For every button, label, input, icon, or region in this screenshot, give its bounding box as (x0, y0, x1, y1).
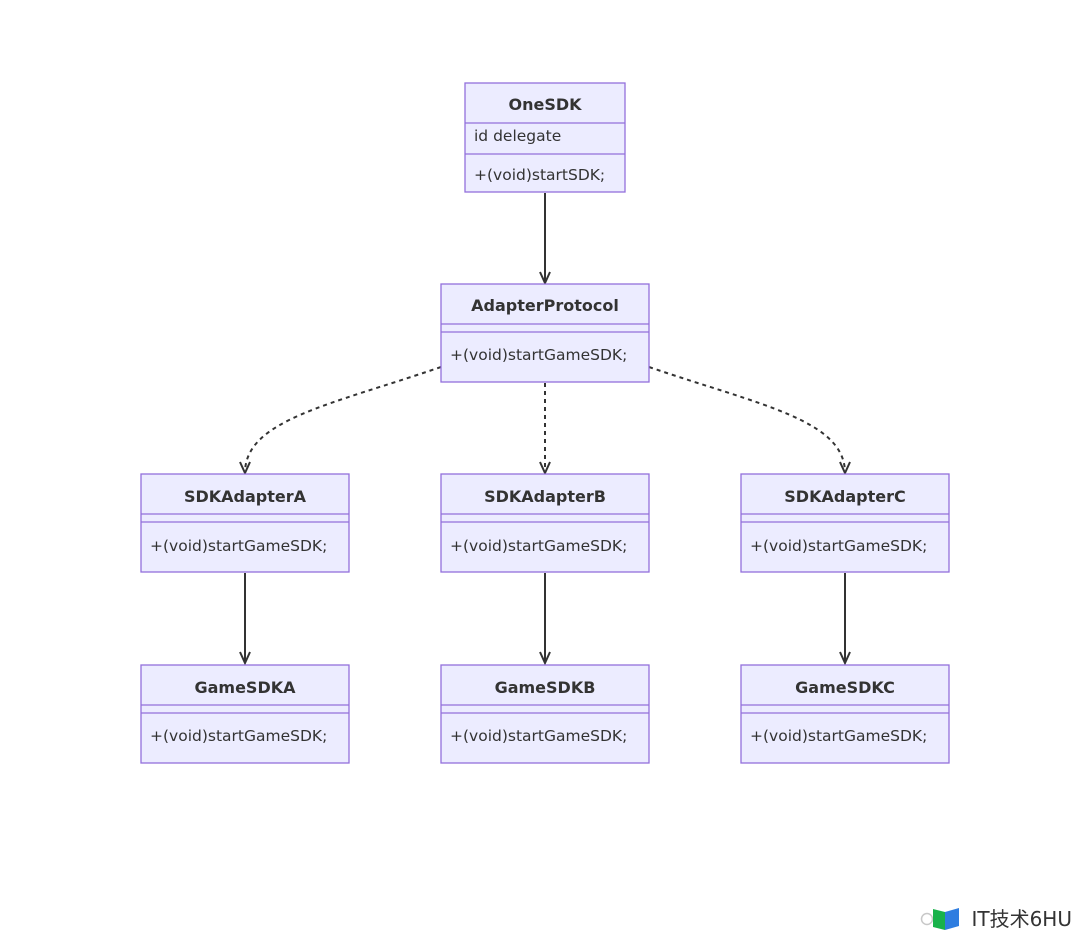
class-box (140, 664, 350, 764)
class-name: SDKAdapterB (484, 487, 606, 506)
class-method: +(void)startGameSDK; (750, 727, 927, 745)
class-method: +(void)startGameSDK; (750, 537, 927, 555)
class-box (140, 473, 350, 573)
class-name: SDKAdapterC (784, 487, 905, 506)
relations-layer (245, 193, 845, 663)
class-box (740, 664, 950, 764)
class-box (740, 473, 950, 573)
class-name: AdapterProtocol (471, 296, 619, 315)
class-box (440, 283, 650, 383)
class-method: +(void)startGameSDK; (450, 727, 627, 745)
class-gamesdkc: GameSDKC +(void)startGameSDK; (740, 664, 950, 764)
class-gamesdka: GameSDKA +(void)startGameSDK; (140, 664, 350, 764)
watermark-text: IT技术6HU (971, 906, 1072, 931)
class-box (440, 473, 650, 573)
class-box (440, 664, 650, 764)
class-sdkadapterb: SDKAdapterB +(void)startGameSDK; (440, 473, 650, 573)
class-onesdk: OneSDK id delegate +(void)startSDK; (464, 82, 626, 193)
class-method: +(void)startGameSDK; (150, 727, 327, 745)
class-name: GameSDKA (194, 678, 296, 697)
watermark: IT技术6HU (919, 903, 1072, 931)
class-attribute: id delegate (474, 127, 561, 145)
class-box (464, 82, 626, 193)
class-name: OneSDK (508, 95, 582, 114)
class-gamesdkb: GameSDKB +(void)startGameSDK; (440, 664, 650, 764)
class-method: +(void)startGameSDK; (450, 537, 627, 555)
class-method: +(void)startGameSDK; (150, 537, 327, 555)
class-sdkadapterc: SDKAdapterC +(void)startGameSDK; (740, 473, 950, 573)
edge-adapterprotocol-to-sdkadapterc (648, 366, 845, 473)
class-adapterprotocol: AdapterProtocol +(void)startGameSDK; (440, 283, 650, 383)
wechat-logo-icon (921, 908, 960, 930)
edge-adapterprotocol-to-sdkadaptera (245, 366, 442, 473)
class-name: GameSDKB (495, 678, 596, 697)
class-method: +(void)startSDK; (474, 166, 605, 184)
class-name: GameSDKC (795, 678, 895, 697)
class-method: +(void)startGameSDK; (450, 346, 627, 364)
class-name: SDKAdapterA (184, 487, 307, 506)
class-sdkadaptera: SDKAdapterA +(void)startGameSDK; (140, 473, 350, 573)
